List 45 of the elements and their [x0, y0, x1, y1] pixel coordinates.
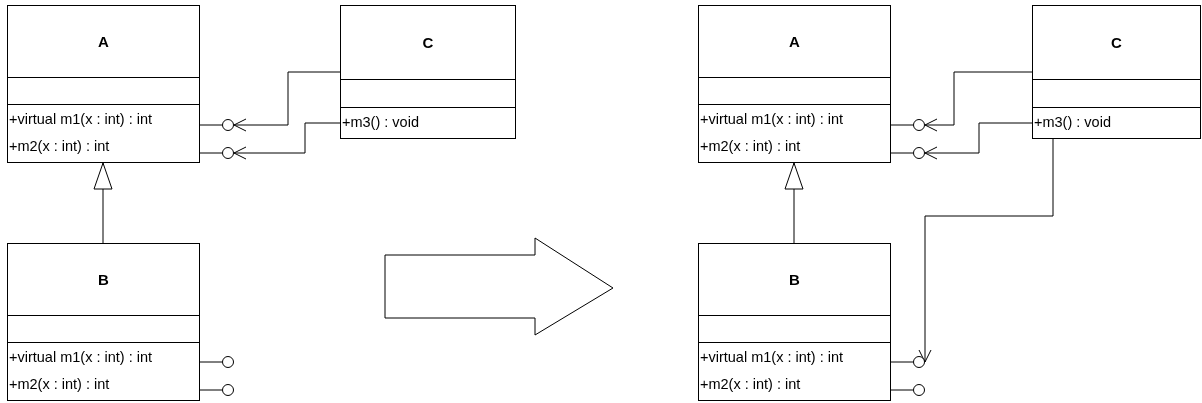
method-signature: +virtual m1(x : int) : int [699, 110, 844, 129]
connector-line [890, 124, 914, 126]
class-box [1032, 5, 1201, 139]
connector-line [199, 152, 223, 154]
method-signature: +m3() : void [341, 113, 419, 132]
inheritance-arrow [93, 162, 113, 244]
dependency-arrow [924, 71, 1033, 132]
method-signature: +m2(x : int) : int [8, 375, 110, 394]
connector-line [199, 389, 223, 391]
class-name: B [789, 270, 800, 288]
class-box [7, 243, 200, 401]
interface-circle [913, 356, 925, 368]
interface-circle [222, 147, 234, 159]
connector-line [890, 389, 914, 391]
class-name: A [98, 32, 109, 50]
class-name: A [789, 32, 800, 50]
interface-circle [222, 384, 234, 396]
method-signature: +virtual m1(x : int) : int [8, 110, 153, 129]
interface-circle [913, 119, 925, 131]
dependency-arrow [924, 122, 1033, 160]
dependency-arrow [233, 71, 341, 132]
class-name: C [1111, 33, 1122, 51]
interface-circle [913, 384, 925, 396]
connector-line [890, 152, 914, 154]
connector-line [199, 361, 223, 363]
interface-circle [222, 119, 234, 131]
method-signature: +virtual m1(x : int) : int [699, 348, 844, 367]
method-signature: +virtual m1(x : int) : int [8, 348, 153, 367]
class-box [698, 243, 891, 401]
interface-circle [913, 147, 925, 159]
class-box [698, 5, 891, 163]
dependency-arrow [233, 122, 341, 160]
class-box [7, 5, 200, 163]
interface-circle [222, 356, 234, 368]
class-name: C [422, 33, 434, 51]
method-signature: +m2(x : int) : int [699, 137, 801, 156]
class-box [340, 5, 516, 139]
method-signature: +m2(x : int) : int [699, 375, 801, 394]
dependency-arrow [918, 138, 1054, 363]
method-signature: +m3() : void [1033, 113, 1111, 132]
connector-line [199, 124, 223, 126]
connector-line [890, 361, 914, 363]
inheritance-arrow [784, 162, 804, 244]
method-signature: +m2(x : int) : int [8, 137, 110, 156]
class-name: B [98, 270, 109, 288]
